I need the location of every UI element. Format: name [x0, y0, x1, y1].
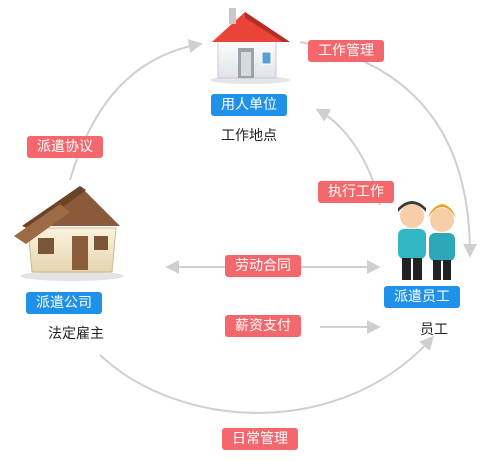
employer-sublabel: 工作地点: [221, 128, 277, 144]
work-management-label: 工作管理: [308, 40, 384, 62]
agency-sublabel: 法定雇主: [48, 326, 104, 342]
dispatch-agreement-label: 派遣协议: [27, 136, 103, 158]
house-brown-roof-icon: [14, 186, 124, 281]
daily-management-label: 日常管理: [222, 428, 298, 450]
salary-payment-label: 薪资支付: [225, 315, 301, 337]
employer-label: 用人单位: [211, 94, 287, 116]
labor-contract-label: 劳动合同: [225, 255, 301, 277]
agency-label: 派遣公司: [26, 292, 102, 314]
arrow-daily-management: [99, 335, 434, 414]
perform-work-label: 执行工作: [318, 181, 394, 203]
house-red-roof-icon: [210, 8, 290, 84]
two-workers-icon: [398, 201, 456, 280]
employee-sublabel: 员工: [420, 322, 448, 338]
arrow-dispatch-agreement: [69, 39, 203, 181]
employee-label: 派遣员工: [384, 286, 460, 308]
